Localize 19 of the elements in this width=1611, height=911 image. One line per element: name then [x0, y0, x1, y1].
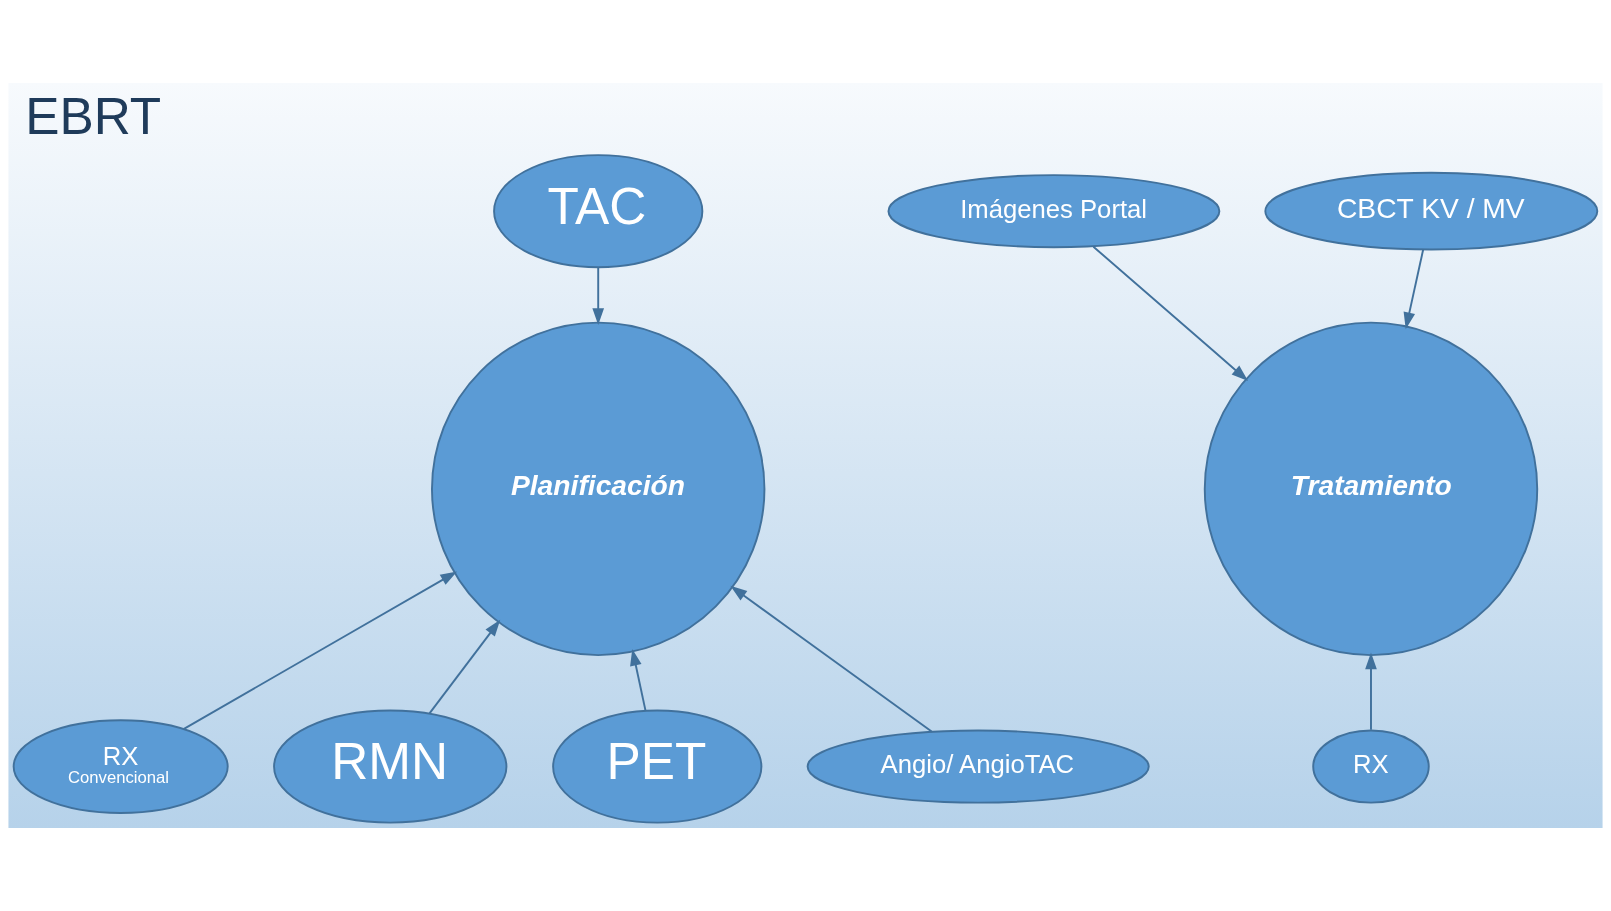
arrow — [182, 571, 458, 731]
node-ellipse: Imágenes Portal — [887, 174, 1221, 249]
arrow — [1092, 245, 1249, 381]
arrow — [428, 619, 501, 715]
arrow — [1403, 248, 1425, 330]
node-ellipse: PET — [552, 709, 763, 824]
node-ellipse: RX Convencional — [12, 719, 229, 814]
node-ellipse: CBCT KV / MV — [1264, 171, 1599, 251]
node-circle: Planificación — [431, 321, 766, 657]
node-ellipse: RMN — [273, 709, 508, 824]
node-ellipse: TAC — [493, 154, 704, 269]
node-ellipse: Angio/ AngioTAC — [806, 729, 1150, 804]
node-ellipse: RX — [1312, 729, 1430, 804]
arrow — [630, 648, 647, 712]
node-circle: Tratamiento — [1203, 321, 1539, 657]
arrow — [730, 585, 933, 733]
arrow — [592, 266, 605, 325]
diagram-title: EBRT — [25, 88, 162, 146]
arrow — [1365, 652, 1377, 731]
